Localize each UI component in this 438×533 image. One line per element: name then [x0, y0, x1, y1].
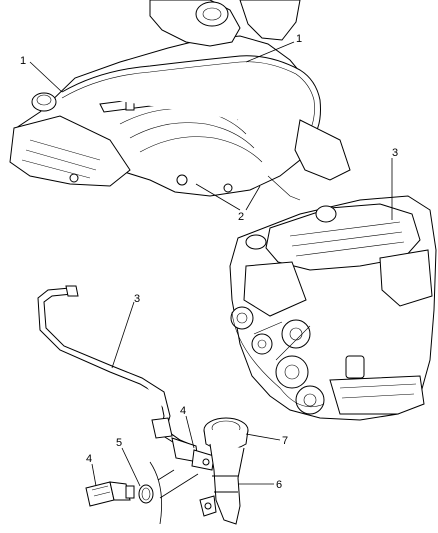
callout-4-connector: 4 [180, 405, 186, 417]
engine-assembly [229, 195, 437, 421]
callout-leaders [29, 41, 393, 487]
callout-1-left: 1 [20, 55, 26, 67]
intake-manifold-closeup [9, 0, 351, 201]
oil-filler-tube [157, 417, 249, 525]
callout-3-engine: 3 [392, 147, 398, 159]
callout-4-valve: 4 [86, 453, 92, 465]
callout-6: 6 [276, 479, 282, 491]
callout-2: 2 [238, 211, 244, 223]
pcv-hose-assembly [37, 285, 215, 471]
callout-7: 7 [282, 435, 288, 447]
callout-3-hose: 3 [134, 293, 140, 305]
callout-1-right: 1 [296, 33, 302, 45]
callout-labels: 1 1 2 3 3 4 4 5 6 7 [20, 33, 398, 491]
callout-5: 5 [116, 437, 122, 449]
pcv-valve [85, 461, 162, 525]
